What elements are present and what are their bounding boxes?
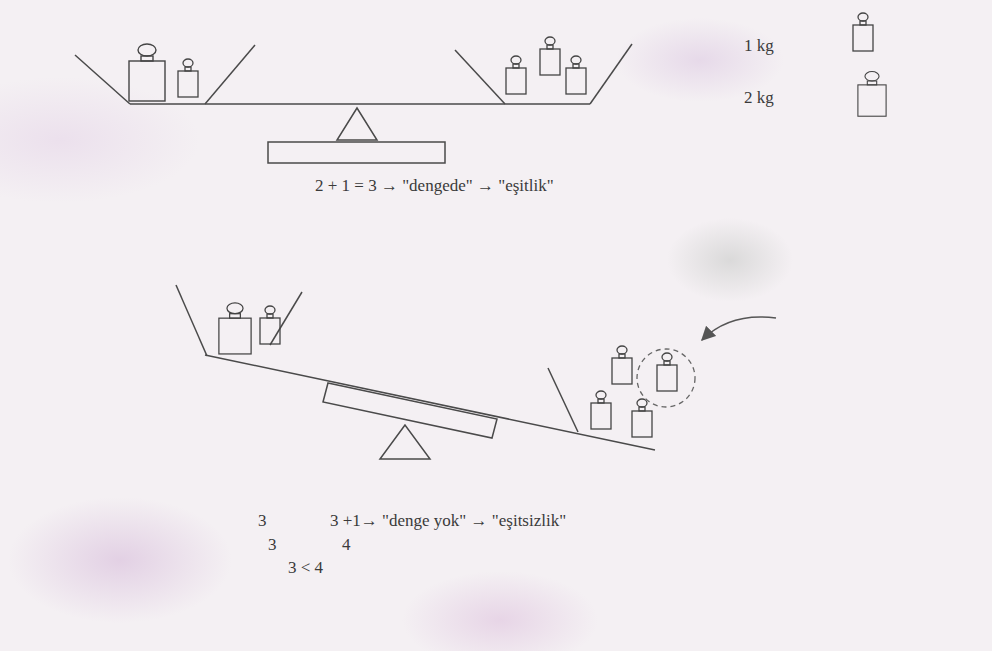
weight-1kg xyxy=(612,346,632,384)
note-text: 3 < 4 xyxy=(288,558,323,578)
weight-2kg xyxy=(219,303,251,354)
weight-2kg xyxy=(129,44,165,101)
note-text: 3 xyxy=(258,511,267,531)
legend-label: 1 kg xyxy=(744,36,774,56)
dashed-circle xyxy=(637,349,695,407)
weight-1kg xyxy=(566,56,586,94)
weight-1kg xyxy=(506,56,526,94)
note-text: 3 xyxy=(268,535,277,555)
balanced-scale xyxy=(75,44,632,163)
pointer-arrow xyxy=(702,317,776,340)
weight-1kg xyxy=(260,306,280,344)
weight-1kg xyxy=(632,399,652,437)
tilted-scale xyxy=(176,285,655,459)
note-text: 2 + 1 = 3 → "dengede" → "eşitlik" xyxy=(315,176,554,196)
weight-1kg xyxy=(178,59,198,97)
legend-weight-1kg xyxy=(853,13,873,51)
weight-1kg xyxy=(540,37,560,75)
note-text: 4 xyxy=(342,535,351,555)
weight-1kg xyxy=(591,391,611,429)
legend-label: 2 kg xyxy=(744,88,774,108)
added-weight-1kg xyxy=(657,353,677,391)
note-text: 3 +1→ "denge yok" → "eşitsizlik" xyxy=(330,511,566,531)
legend-weight-2kg xyxy=(858,72,886,117)
